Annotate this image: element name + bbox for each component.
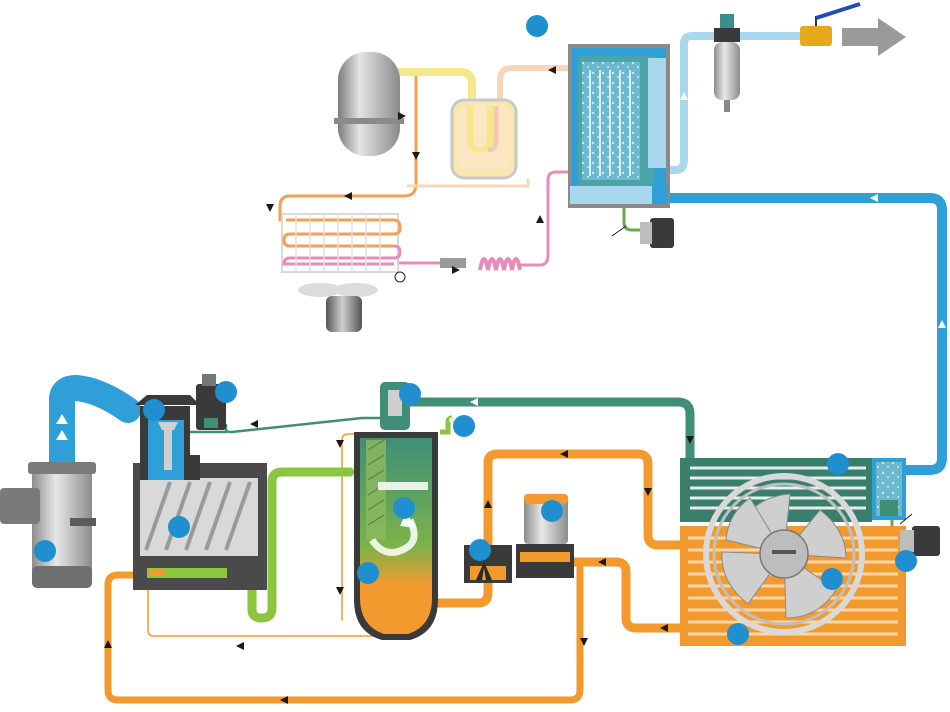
marker-dot	[143, 399, 165, 421]
flow-arrow-icon	[56, 430, 68, 440]
oil-return-loop	[104, 561, 584, 704]
flow-arrow-icon	[336, 587, 344, 595]
marker-dot	[541, 500, 563, 522]
flow-arrow-icon	[560, 450, 568, 458]
refrigerant-suction-pipe	[396, 68, 476, 104]
marker-dot	[168, 516, 190, 538]
capillary-icon	[440, 257, 522, 271]
marker-dot	[727, 623, 749, 645]
flow-arrow-icon	[644, 488, 652, 496]
cooled-oil-pipe	[543, 557, 685, 633]
dryer-drain-icon	[611, 218, 674, 248]
flow-arrow-icon	[104, 640, 112, 648]
flow-arrow-icon	[660, 624, 668, 632]
marker-dot	[895, 550, 917, 572]
flow-arrow-icon	[686, 436, 694, 444]
flow-arrow-icon	[484, 500, 492, 508]
condenser-icon	[281, 213, 406, 283]
dry-air-pipe	[651, 32, 718, 174]
flow-arrow-icon	[680, 92, 688, 100]
dryer-drain-line	[622, 203, 652, 232]
flow-arrow-icon	[580, 638, 588, 646]
oil-filter-icon	[516, 494, 574, 578]
flow-arrow-icon	[236, 642, 244, 650]
marker-dot	[399, 383, 421, 405]
flow-arrows	[104, 66, 694, 704]
marker-dot	[34, 540, 56, 562]
inlet-valve-icon	[135, 395, 200, 480]
drain-icon	[899, 513, 940, 556]
outlet-filter-icon	[714, 14, 740, 112]
flow-arrow-icon	[470, 398, 478, 406]
flow-arrow-icon	[870, 194, 878, 202]
flow-arrow-icon	[548, 66, 556, 74]
flow-arrow-icon	[344, 192, 352, 200]
flow-arrow-icon	[280, 696, 288, 704]
flow-arrow-icon	[56, 414, 68, 424]
safety-valve-icon	[440, 415, 455, 435]
condenser-fan-icon	[298, 283, 378, 332]
heat-exchanger-icon	[568, 44, 670, 208]
refrigerant-dryer-link	[406, 178, 530, 188]
marker-dot	[469, 539, 491, 561]
ball-valve-icon	[800, 2, 861, 46]
compressed-air-pipe	[405, 397, 695, 463]
oil-injection-pipe	[247, 467, 355, 623]
fan-icon	[703, 473, 865, 635]
liquid-separator-icon	[334, 52, 404, 156]
marker-dot	[215, 381, 237, 403]
flow-arrow-icon	[282, 502, 290, 510]
marker-dot	[453, 415, 475, 437]
marker-dot	[526, 15, 548, 37]
capillary-to-dryer	[518, 170, 574, 267]
flow-arrow-icon	[336, 440, 344, 448]
separator-vessel-icon	[354, 382, 438, 640]
water-separator-icon	[872, 458, 906, 520]
marker-dot	[821, 568, 843, 590]
outlet-arrow-icon	[842, 18, 906, 56]
marker-dot	[393, 497, 415, 519]
flow-arrow-icon	[412, 152, 420, 160]
marker-dot	[357, 562, 379, 584]
flow-arrow-icon	[598, 558, 606, 566]
flow-arrow-icon	[250, 420, 258, 428]
flow-arrow-icon	[536, 215, 544, 223]
flow-arrow-icon	[398, 112, 406, 120]
inlet-filter-icon	[0, 462, 96, 588]
component-markers	[34, 15, 917, 645]
marker-dot	[827, 453, 849, 475]
control-line	[224, 416, 384, 434]
air-flow-arrows	[56, 92, 946, 510]
refrigerant-return-pipe	[497, 65, 575, 103]
screw-element-icon	[133, 463, 267, 590]
intake-air-pipe	[49, 375, 141, 483]
cooled-air-pipe	[665, 193, 947, 475]
flow-arrow-icon	[452, 266, 460, 274]
flow-arrow-icon	[266, 204, 274, 212]
flow-arrow-icon	[938, 320, 946, 328]
refrigerant-compressor-icon	[450, 98, 518, 180]
